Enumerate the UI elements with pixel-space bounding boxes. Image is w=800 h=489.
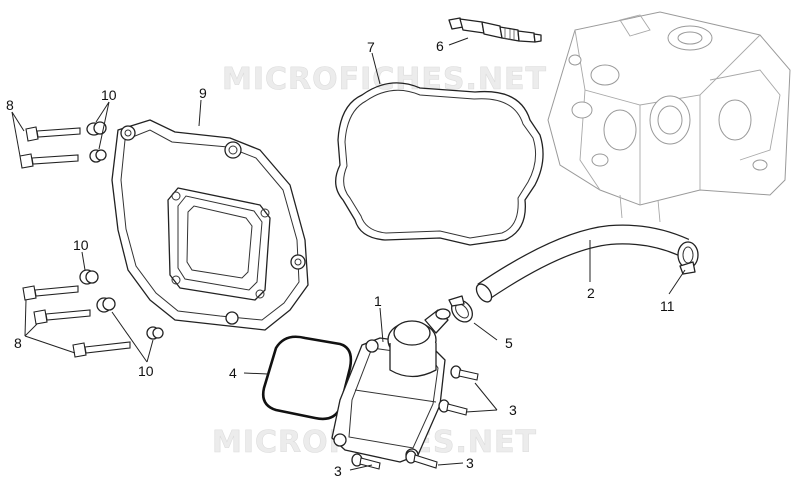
bolt-lower-1 [22,285,79,301]
spark-plug [448,17,542,43]
hose-clamp-small [448,295,473,323]
breather-hose [475,224,690,303]
callout-3-right: 3 [509,402,517,418]
callout-3-bottom-right: 3 [466,455,474,471]
bolt-upper-1 [25,126,81,142]
bolt-lower-3 [72,341,131,358]
callout-5: 5 [505,335,513,351]
callout-3-bottom-left: 3 [334,463,342,479]
bolt-upper-2 [19,153,79,169]
hose-clamp-large [677,241,699,275]
screw-3 [351,453,381,470]
washer-upper-2 [89,149,107,163]
watermark-top: MICROFICHES.NET [222,62,547,97]
callout-11: 11 [660,298,675,314]
callout-9: 9 [199,85,207,101]
callout-8-upper: 8 [6,97,14,113]
screw-4 [405,450,438,469]
callout-6: 6 [436,38,444,54]
callout-2: 2 [587,285,595,301]
screw-2 [438,399,468,416]
cylinder-head [547,11,791,223]
callout-8-lower: 8 [14,335,22,351]
bolt-lower-2 [33,309,91,325]
callout-10-lower: 10 [138,363,154,379]
washer-lower-3 [146,326,164,340]
valve-cover [111,119,309,331]
washer-lower-1 [79,269,99,285]
screw-1 [450,365,479,381]
callout-7: 7 [367,39,375,55]
callout-1: 1 [374,293,382,309]
valve-cover-gasket [335,82,544,246]
callout-10-middle: 10 [73,237,89,253]
callout-4: 4 [229,365,237,381]
washer-lower-2 [96,297,116,313]
callout-10-upper: 10 [101,87,117,103]
oring-gasket [261,335,353,421]
leader-lines [11,37,686,471]
callout-labels: 1 2 3 3 3 4 5 6 7 8 8 9 10 10 10 11 [6,38,675,479]
